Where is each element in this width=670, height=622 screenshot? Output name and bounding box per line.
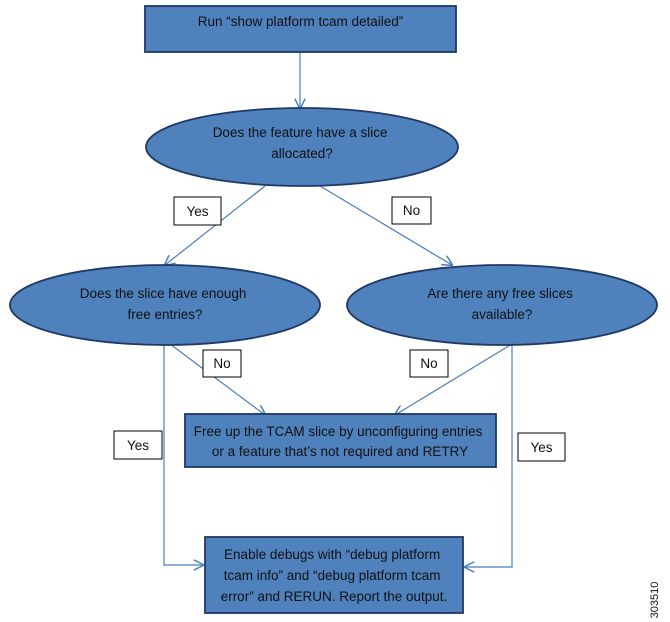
- label-yes-2: Yes: [113, 430, 163, 460]
- decision-slice-allocated-text: Does the feature have a slice allocated?: [213, 125, 392, 161]
- node-enable-debugs-line-2: tcam info” and “debug platform tcam: [224, 568, 441, 583]
- label-no-2: No: [202, 349, 242, 378]
- label-yes-2-text: Yes: [127, 438, 149, 453]
- node-enable-debugs: Enable debugs with “debug platform tcam …: [204, 536, 464, 614]
- decision-enough-entries-shape: [9, 264, 321, 346]
- node-free-up-tcam-box: [184, 413, 497, 468]
- node-enable-debugs-box: [204, 536, 464, 614]
- node-enable-debugs-line-1: Enable debugs with “debug platform: [224, 547, 440, 562]
- label-no-3-text: No: [420, 356, 437, 371]
- decision-enough-entries-text: Does the slice have enough free entries?: [80, 286, 250, 322]
- connector-q2-yes: [163, 344, 203, 565]
- connectors: [163, 52, 513, 567]
- node-enable-debugs-line-3: error” and RERUN. Report the output.: [221, 589, 448, 604]
- connector-q2-no: [169, 343, 265, 415]
- decision-free-slices: Are there any free slices available?: [346, 264, 658, 346]
- decision-enough-entries-line-2: free entries?: [127, 307, 202, 322]
- label-yes-3-text: Yes: [530, 440, 552, 455]
- label-yes-1-text: Yes: [186, 204, 208, 219]
- decision-enough-entries: Does the slice have enough free entries?: [9, 264, 321, 346]
- connector-q1-no: [319, 185, 452, 265]
- label-no-2-text: No: [213, 356, 230, 371]
- decision-slice-allocated: Does the feature have a slice allocated?: [145, 107, 459, 187]
- connector-q3-no: [395, 343, 513, 415]
- label-yes-1: Yes: [173, 196, 222, 226]
- node-enable-debugs-text: Enable debugs with “debug platform tcam …: [221, 547, 448, 604]
- connector-q3-yes: [465, 344, 513, 567]
- decision-free-slices-line-1: Are there any free slices: [427, 286, 573, 301]
- node-free-up-tcam-line-1: Free up the TCAM slice by unconfiguring …: [194, 424, 483, 439]
- decision-free-slices-shape: [346, 264, 658, 346]
- label-yes-3: Yes: [517, 432, 566, 462]
- node-start-text: Run “show platform tcam detailed”: [198, 14, 404, 29]
- decision-free-slices-text: Are there any free slices available?: [427, 286, 576, 322]
- label-no-1: No: [391, 196, 432, 225]
- node-start: Run “show platform tcam detailed”: [144, 5, 457, 53]
- decision-free-slices-line-2: available?: [472, 307, 533, 322]
- label-no-1-text: No: [403, 203, 420, 218]
- decision-enough-entries-line-1: Does the slice have enough: [80, 286, 247, 301]
- decision-slice-allocated-line-1: Does the feature have a slice: [213, 125, 388, 140]
- node-free-up-tcam-text: Free up the TCAM slice by unconfiguring …: [194, 424, 486, 459]
- decision-slice-allocated-shape: [145, 107, 459, 187]
- label-no-3: No: [409, 349, 449, 378]
- node-start-box: [144, 5, 457, 53]
- figure-id: 303510: [649, 582, 661, 619]
- decision-slice-allocated-line-2: allocated?: [271, 146, 333, 161]
- node-free-up-tcam-line-2: or a feature that’s not required and RET…: [212, 444, 468, 459]
- node-start-line-1: Run “show platform tcam detailed”: [198, 14, 404, 29]
- node-free-up-tcam: Free up the TCAM slice by unconfiguring …: [184, 413, 497, 468]
